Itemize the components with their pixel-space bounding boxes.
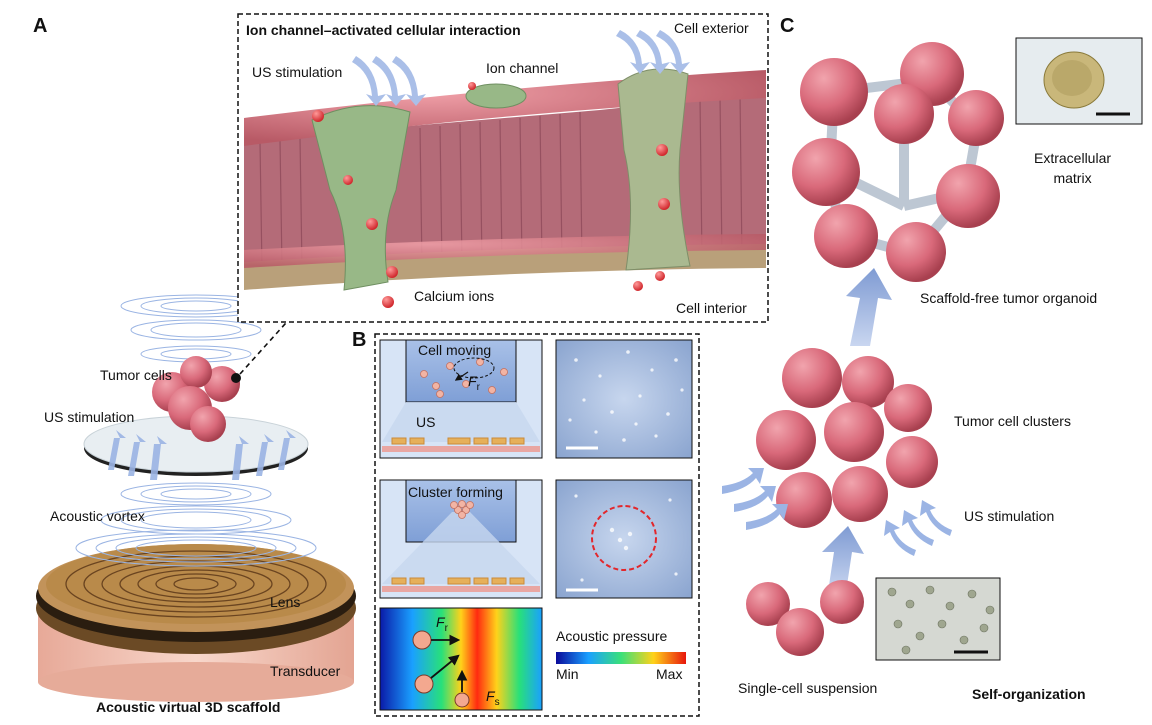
label-cell-exterior: Cell exterior <box>674 20 749 36</box>
label-cell-interior: Cell interior <box>676 300 747 316</box>
tumor-cells-cluster-a <box>152 356 240 442</box>
label-single-cell: Single-cell suspension <box>738 680 878 696</box>
label-lens: Lens <box>270 594 301 610</box>
label-min: Min <box>556 666 579 682</box>
acoustic-vortex-lower <box>75 482 317 567</box>
pressure-field <box>379 607 543 711</box>
label-acoustic-vortex: Acoustic vortex <box>50 508 145 524</box>
label-tumor-cells: Tumor cells <box>100 367 172 383</box>
micrograph-dispersed <box>555 339 693 459</box>
scaffold-free-organoid <box>792 42 1004 282</box>
force-r-subscript: r <box>476 381 480 393</box>
force-r-subscript: r <box>444 622 448 634</box>
calcium-ions <box>312 82 670 308</box>
label-force-s: Fs <box>486 688 500 708</box>
label-cell-moving: Cell moving <box>418 342 492 358</box>
us-arrows-panel-c <box>722 468 952 556</box>
us-arrows-inset <box>352 30 690 106</box>
colorbar <box>556 652 686 664</box>
tank-cluster-forming <box>379 479 543 599</box>
inset-pointer <box>231 312 296 383</box>
single-cells <box>746 580 864 656</box>
label-force-r-top: Fr <box>468 373 480 393</box>
chevron-arrow-upper <box>846 268 892 346</box>
label-tumor-cell-clusters: Tumor cell clusters <box>954 413 1071 429</box>
us-arrows-plate <box>108 430 296 480</box>
label-transducer: Transducer <box>270 663 341 679</box>
label-us-stimulation-c: US stimulation <box>964 508 1055 524</box>
label-extracellular-matrix: Extracellular matrix <box>1034 150 1112 186</box>
chevron-arrow-lower <box>822 526 864 592</box>
label-us-stimulation-a: US stimulation <box>44 409 135 425</box>
label-us: US <box>416 414 436 430</box>
micrograph-single-cell <box>875 577 1001 661</box>
force-r-symbol: F <box>468 373 477 389</box>
label-calcium-ions: Calcium ions <box>414 288 495 304</box>
label-scaffold-free: Scaffold-free tumor organoid <box>920 290 1098 306</box>
force-r-symbol: F <box>436 614 445 630</box>
label-cluster-forming: Cluster forming <box>408 484 503 500</box>
force-s-symbol: F <box>486 688 495 704</box>
label-self-organization: Self-organization <box>972 686 1086 702</box>
inset-title: Ion channel–activated cellular interacti… <box>246 22 521 38</box>
micrograph-cluster <box>555 479 693 599</box>
label-ion-channel: Ion channel <box>486 60 559 76</box>
panel-letter-a: A <box>33 15 48 37</box>
ion-channel-left <box>311 105 411 291</box>
panel-letter-b: B <box>352 329 367 351</box>
label-us-stimulation-inset: US stimulation <box>252 64 343 80</box>
label-max: Max <box>656 666 683 682</box>
label-force-r-field: Fr <box>436 614 448 634</box>
label-acoustic-pressure: Acoustic pressure <box>556 628 668 644</box>
caption-acoustic-scaffold: Acoustic virtual 3D scaffold <box>96 699 281 715</box>
micrograph-ecm <box>1015 37 1143 125</box>
lens-disc <box>36 544 356 654</box>
panel-letter-c: C <box>780 15 795 37</box>
glass-plate <box>83 415 309 476</box>
tumor-cell-clusters <box>756 348 938 528</box>
force-s-subscript: s <box>494 696 500 708</box>
ion-channel-top <box>465 83 527 109</box>
tank-cell-moving <box>379 339 543 459</box>
